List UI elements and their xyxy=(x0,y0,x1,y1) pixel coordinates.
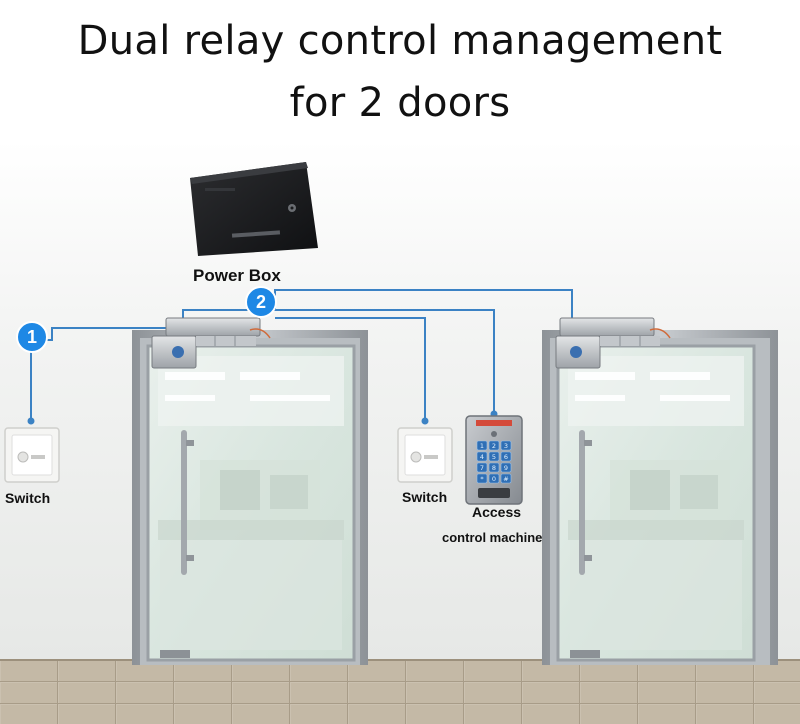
keypad-key xyxy=(500,440,512,451)
keypad-key xyxy=(500,473,512,484)
middle-switch-icon xyxy=(397,427,453,483)
right-door xyxy=(542,330,778,665)
keypad-key xyxy=(488,473,500,484)
keypad-key-label: 7 xyxy=(480,464,484,472)
badge-1-number: 1 xyxy=(27,327,37,347)
wire-2-keypad xyxy=(275,309,495,413)
badge-2: 2 xyxy=(245,286,277,318)
left-switch-label: Switch xyxy=(5,490,51,506)
keypad-key-label: 3 xyxy=(504,442,508,450)
left-lock-icon xyxy=(151,317,271,369)
wire-2-switch xyxy=(275,317,426,420)
keypad-key-label: 4 xyxy=(480,453,484,461)
right-lock-icon xyxy=(555,317,671,369)
keypad-key-label: 1 xyxy=(480,442,484,450)
wire-end-dot xyxy=(421,417,429,425)
keypad-key xyxy=(488,451,500,462)
keypad-key xyxy=(500,462,512,473)
keypad-key xyxy=(476,473,488,484)
power-box-icon xyxy=(190,162,318,256)
wire-1 xyxy=(30,327,183,420)
left-switch-icon xyxy=(4,427,60,483)
wires xyxy=(30,289,573,420)
power-box-label: Power Box xyxy=(193,266,281,285)
title-line-2: for 2 doors xyxy=(289,80,511,126)
access-label-line-1: Access xyxy=(472,504,522,520)
keypad-key xyxy=(488,440,500,451)
access-label-line-2: control machine xyxy=(442,530,543,545)
keypad-key xyxy=(476,451,488,462)
keypad-key-label: 2 xyxy=(492,442,496,450)
middle-switch-label: Switch xyxy=(402,489,448,505)
badge-1: 1 xyxy=(16,321,48,353)
keypad-key xyxy=(476,462,488,473)
badge-2-number: 2 xyxy=(256,292,266,312)
tiled-floor xyxy=(0,660,800,724)
title-line-1: Dual relay control management xyxy=(77,18,723,64)
keypad-key-label: 0 xyxy=(492,475,496,483)
keypad-key xyxy=(500,451,512,462)
keypad-key-label: 6 xyxy=(504,453,508,461)
keypad-key-label: 9 xyxy=(504,464,508,472)
keypad-key xyxy=(488,462,500,473)
keypad-key-label: 5 xyxy=(492,453,496,461)
wire-end-dot xyxy=(27,417,35,425)
keypad-key-label: 8 xyxy=(492,464,496,472)
keypad-key xyxy=(476,440,488,451)
left-door xyxy=(132,330,368,665)
keypad-key-label: * xyxy=(480,475,484,483)
keypad-key-label: # xyxy=(503,475,508,483)
